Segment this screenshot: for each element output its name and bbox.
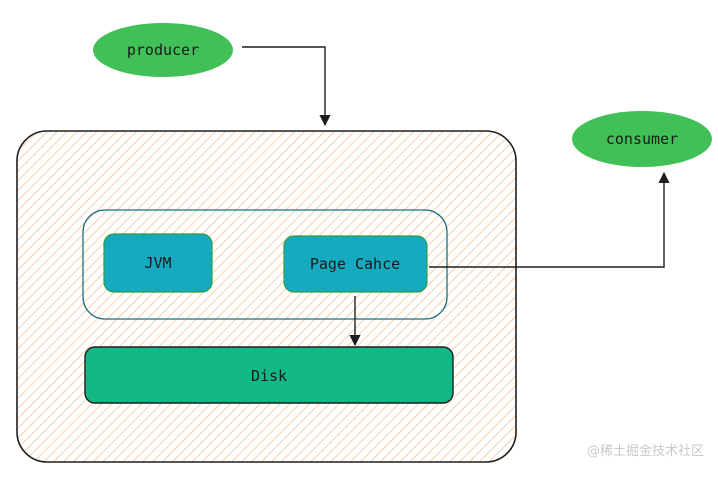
consumer-node: consumer	[572, 111, 712, 167]
producer-to-server-arrow	[242, 46, 331, 127]
watermark: @稀土掘金技术社区	[586, 444, 704, 459]
page-cache-label: Page Cahce	[310, 255, 400, 273]
consumer-label: consumer	[606, 130, 678, 148]
page-cache-box: Page Cahce	[283, 235, 428, 293]
jvm-box: JVM	[103, 233, 213, 293]
disk-label: Disk	[251, 367, 287, 385]
disk-box: Disk	[84, 346, 454, 404]
page-cache-to-consumer-arrow	[429, 171, 670, 268]
memory-group	[82, 209, 448, 320]
jvm-label: JVM	[144, 254, 171, 272]
producer-node: producer	[93, 23, 233, 77]
server-box	[16, 130, 517, 463]
producer-label: producer	[127, 41, 199, 59]
